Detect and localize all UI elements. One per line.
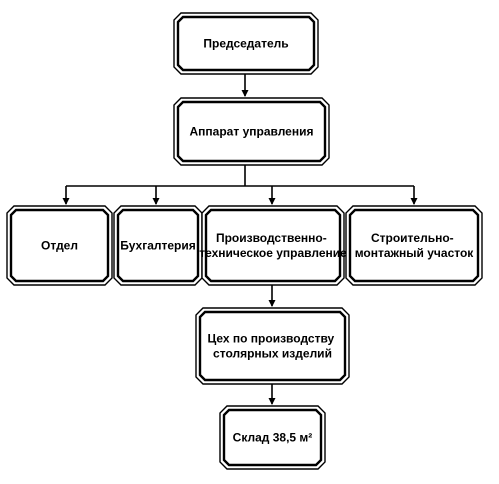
node-production-tech-inner-frame [204, 208, 342, 283]
node-accounting-inner-frame [116, 208, 200, 283]
node-workshop: Цех по производству столярных изделий [195, 307, 350, 385]
node-chairman-label: Председатель [203, 37, 288, 51]
node-warehouse: Склад 38,5 м² [219, 405, 326, 470]
node-chairman-frame [173, 12, 319, 75]
node-warehouse-label: Склад 38,5 м² [233, 431, 313, 445]
connectors [62, 74, 418, 405]
node-admin-label: Аппарат управления [190, 125, 314, 139]
node-production-tech-label: Производственно- техническое управление [199, 231, 347, 260]
node-department-inner-frame [9, 208, 110, 283]
node-warehouse-inner-frame [222, 408, 323, 467]
node-chairman: Председатель [173, 12, 319, 75]
node-workshop-label: Цех по производству столярных изделий [207, 332, 337, 361]
node-construction-frame [345, 205, 483, 286]
node-production-tech: Производственно- техническое управление [199, 205, 347, 286]
node-accounting: Бухгалтерия [113, 205, 203, 286]
node-construction: Строительно- монтажный участок [345, 205, 483, 286]
node-construction-label: Строительно- монтажный участок [355, 231, 475, 260]
node-construction-inner-frame [348, 208, 480, 283]
node-department: Отдел [6, 205, 113, 286]
node-production-tech-frame [201, 205, 345, 286]
node-workshop-inner-frame [198, 310, 347, 382]
node-admin-inner-frame [176, 100, 327, 163]
node-accounting-frame [113, 205, 203, 286]
node-department-frame [6, 205, 113, 286]
node-admin: Аппарат управления [173, 97, 330, 166]
node-warehouse-frame [219, 405, 326, 470]
node-department-label: Отдел [41, 239, 78, 253]
node-chairman-inner-frame [176, 15, 316, 72]
node-workshop-frame [195, 307, 350, 385]
node-admin-frame [173, 97, 330, 166]
node-accounting-label: Бухгалтерия [120, 239, 196, 253]
